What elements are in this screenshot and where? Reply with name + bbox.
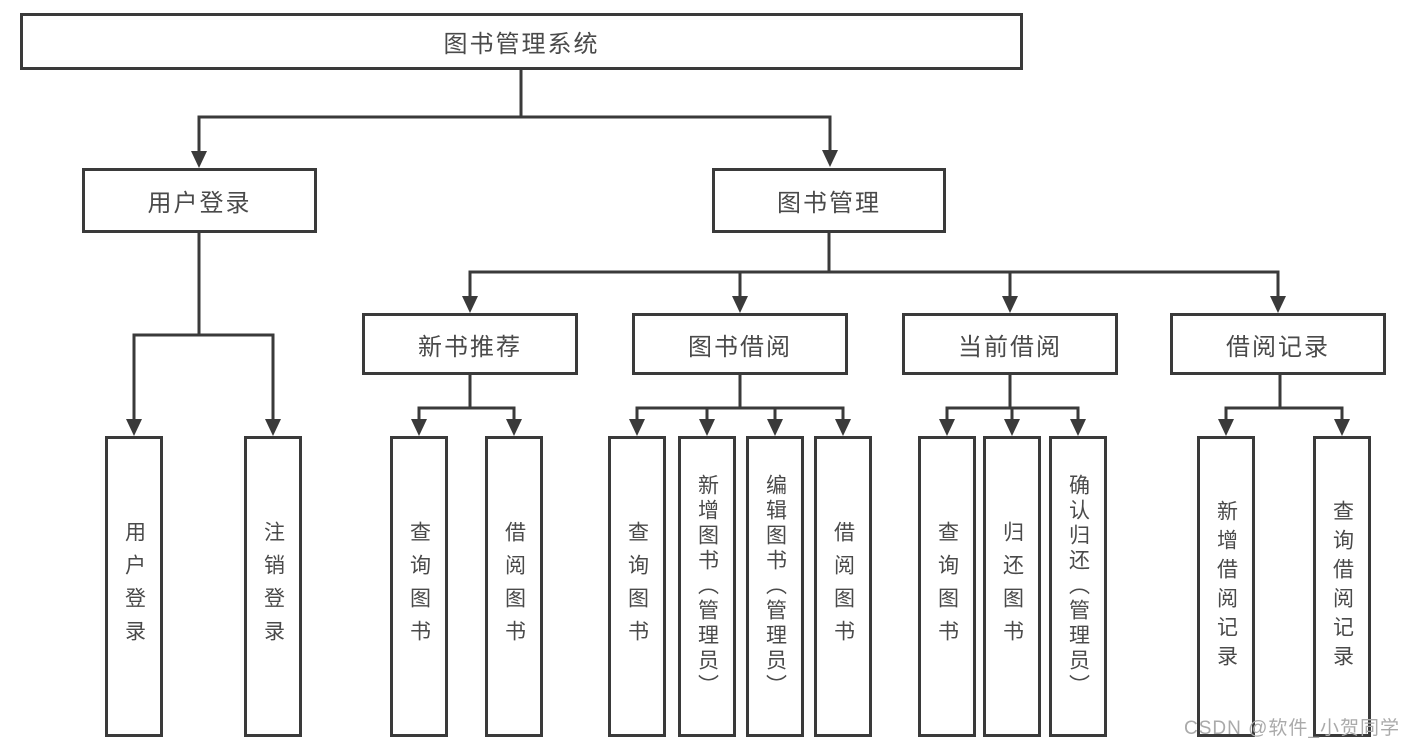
node-borrow-records: 借阅记录 <box>1170 313 1386 375</box>
leaf-logout: 注销登录 <box>244 436 302 737</box>
connector-user-login-split <box>126 233 281 436</box>
leaf-edit-books-admin: 编辑图书（管理员） <box>746 436 804 737</box>
leaf-return-books: 归还图书 <box>983 436 1041 737</box>
leaf-edit-books-admin-label: 编辑图书（管理员） <box>763 474 787 699</box>
connector-current-borrow-split <box>939 375 1086 436</box>
leaf-borrow-books-label: 借阅图书 <box>831 520 855 653</box>
node-book-management: 图书管理 <box>712 168 946 233</box>
leaf-recommend-borrow-books: 借阅图书 <box>485 436 543 737</box>
leaf-current-query-books: 查询图书 <box>918 436 976 737</box>
leaf-confirm-return-admin: 确认归还（管理员） <box>1049 436 1107 737</box>
leaf-borrow-query-books: 查询图书 <box>608 436 666 737</box>
node-current-borrow-label: 当前借阅 <box>958 333 1062 361</box>
leaf-recommend-query-books: 查询图书 <box>390 436 448 737</box>
node-book-borrow-label: 图书借阅 <box>688 333 792 361</box>
leaf-query-borrow-record-label: 查询借阅记录 <box>1330 499 1354 674</box>
node-book-borrow: 图书借阅 <box>632 313 848 375</box>
leaf-add-books-admin-label: 新增图书（管理员） <box>695 474 719 699</box>
connector-book-management-split <box>462 233 1286 313</box>
leaf-add-borrow-record-label: 新增借阅记录 <box>1214 499 1238 674</box>
node-borrow-records-label: 借阅记录 <box>1226 333 1330 361</box>
node-root-label: 图书管理系统 <box>443 31 600 58</box>
connector-root-split <box>191 70 838 168</box>
leaf-user-login: 用户登录 <box>105 436 163 737</box>
leaf-borrow-books: 借阅图书 <box>814 436 872 737</box>
csdn-watermark: CSDN @软件_小贺同学 <box>1184 718 1400 739</box>
leaf-logout-label: 注销登录 <box>261 520 285 653</box>
leaf-return-books-label: 归还图书 <box>1000 520 1024 653</box>
leaf-recommend-query-books-label: 查询图书 <box>407 520 431 653</box>
leaf-query-borrow-record: 查询借阅记录 <box>1313 436 1371 737</box>
leaf-confirm-return-admin-label: 确认归还（管理员） <box>1066 474 1090 699</box>
connector-borrow-records-split <box>1218 375 1350 436</box>
node-new-book-recommend: 新书推荐 <box>362 313 578 375</box>
node-user-login: 用户登录 <box>82 168 317 233</box>
connector-new-book-recommend-split <box>411 375 522 436</box>
node-root-system: 图书管理系统 <box>20 13 1023 70</box>
node-current-borrow: 当前借阅 <box>902 313 1118 375</box>
leaf-add-books-admin: 新增图书（管理员） <box>678 436 736 737</box>
leaf-add-borrow-record: 新增借阅记录 <box>1197 436 1255 737</box>
leaf-current-query-books-label: 查询图书 <box>935 520 959 653</box>
leaf-user-login-label: 用户登录 <box>122 520 146 653</box>
node-user-login-label: 用户登录 <box>147 190 252 217</box>
node-new-book-recommend-label: 新书推荐 <box>418 333 522 361</box>
leaf-recommend-borrow-books-label: 借阅图书 <box>502 520 526 653</box>
leaf-borrow-query-books-label: 查询图书 <box>625 520 649 653</box>
node-book-management-label: 图书管理 <box>777 190 881 217</box>
connector-book-borrow-split <box>629 375 851 436</box>
